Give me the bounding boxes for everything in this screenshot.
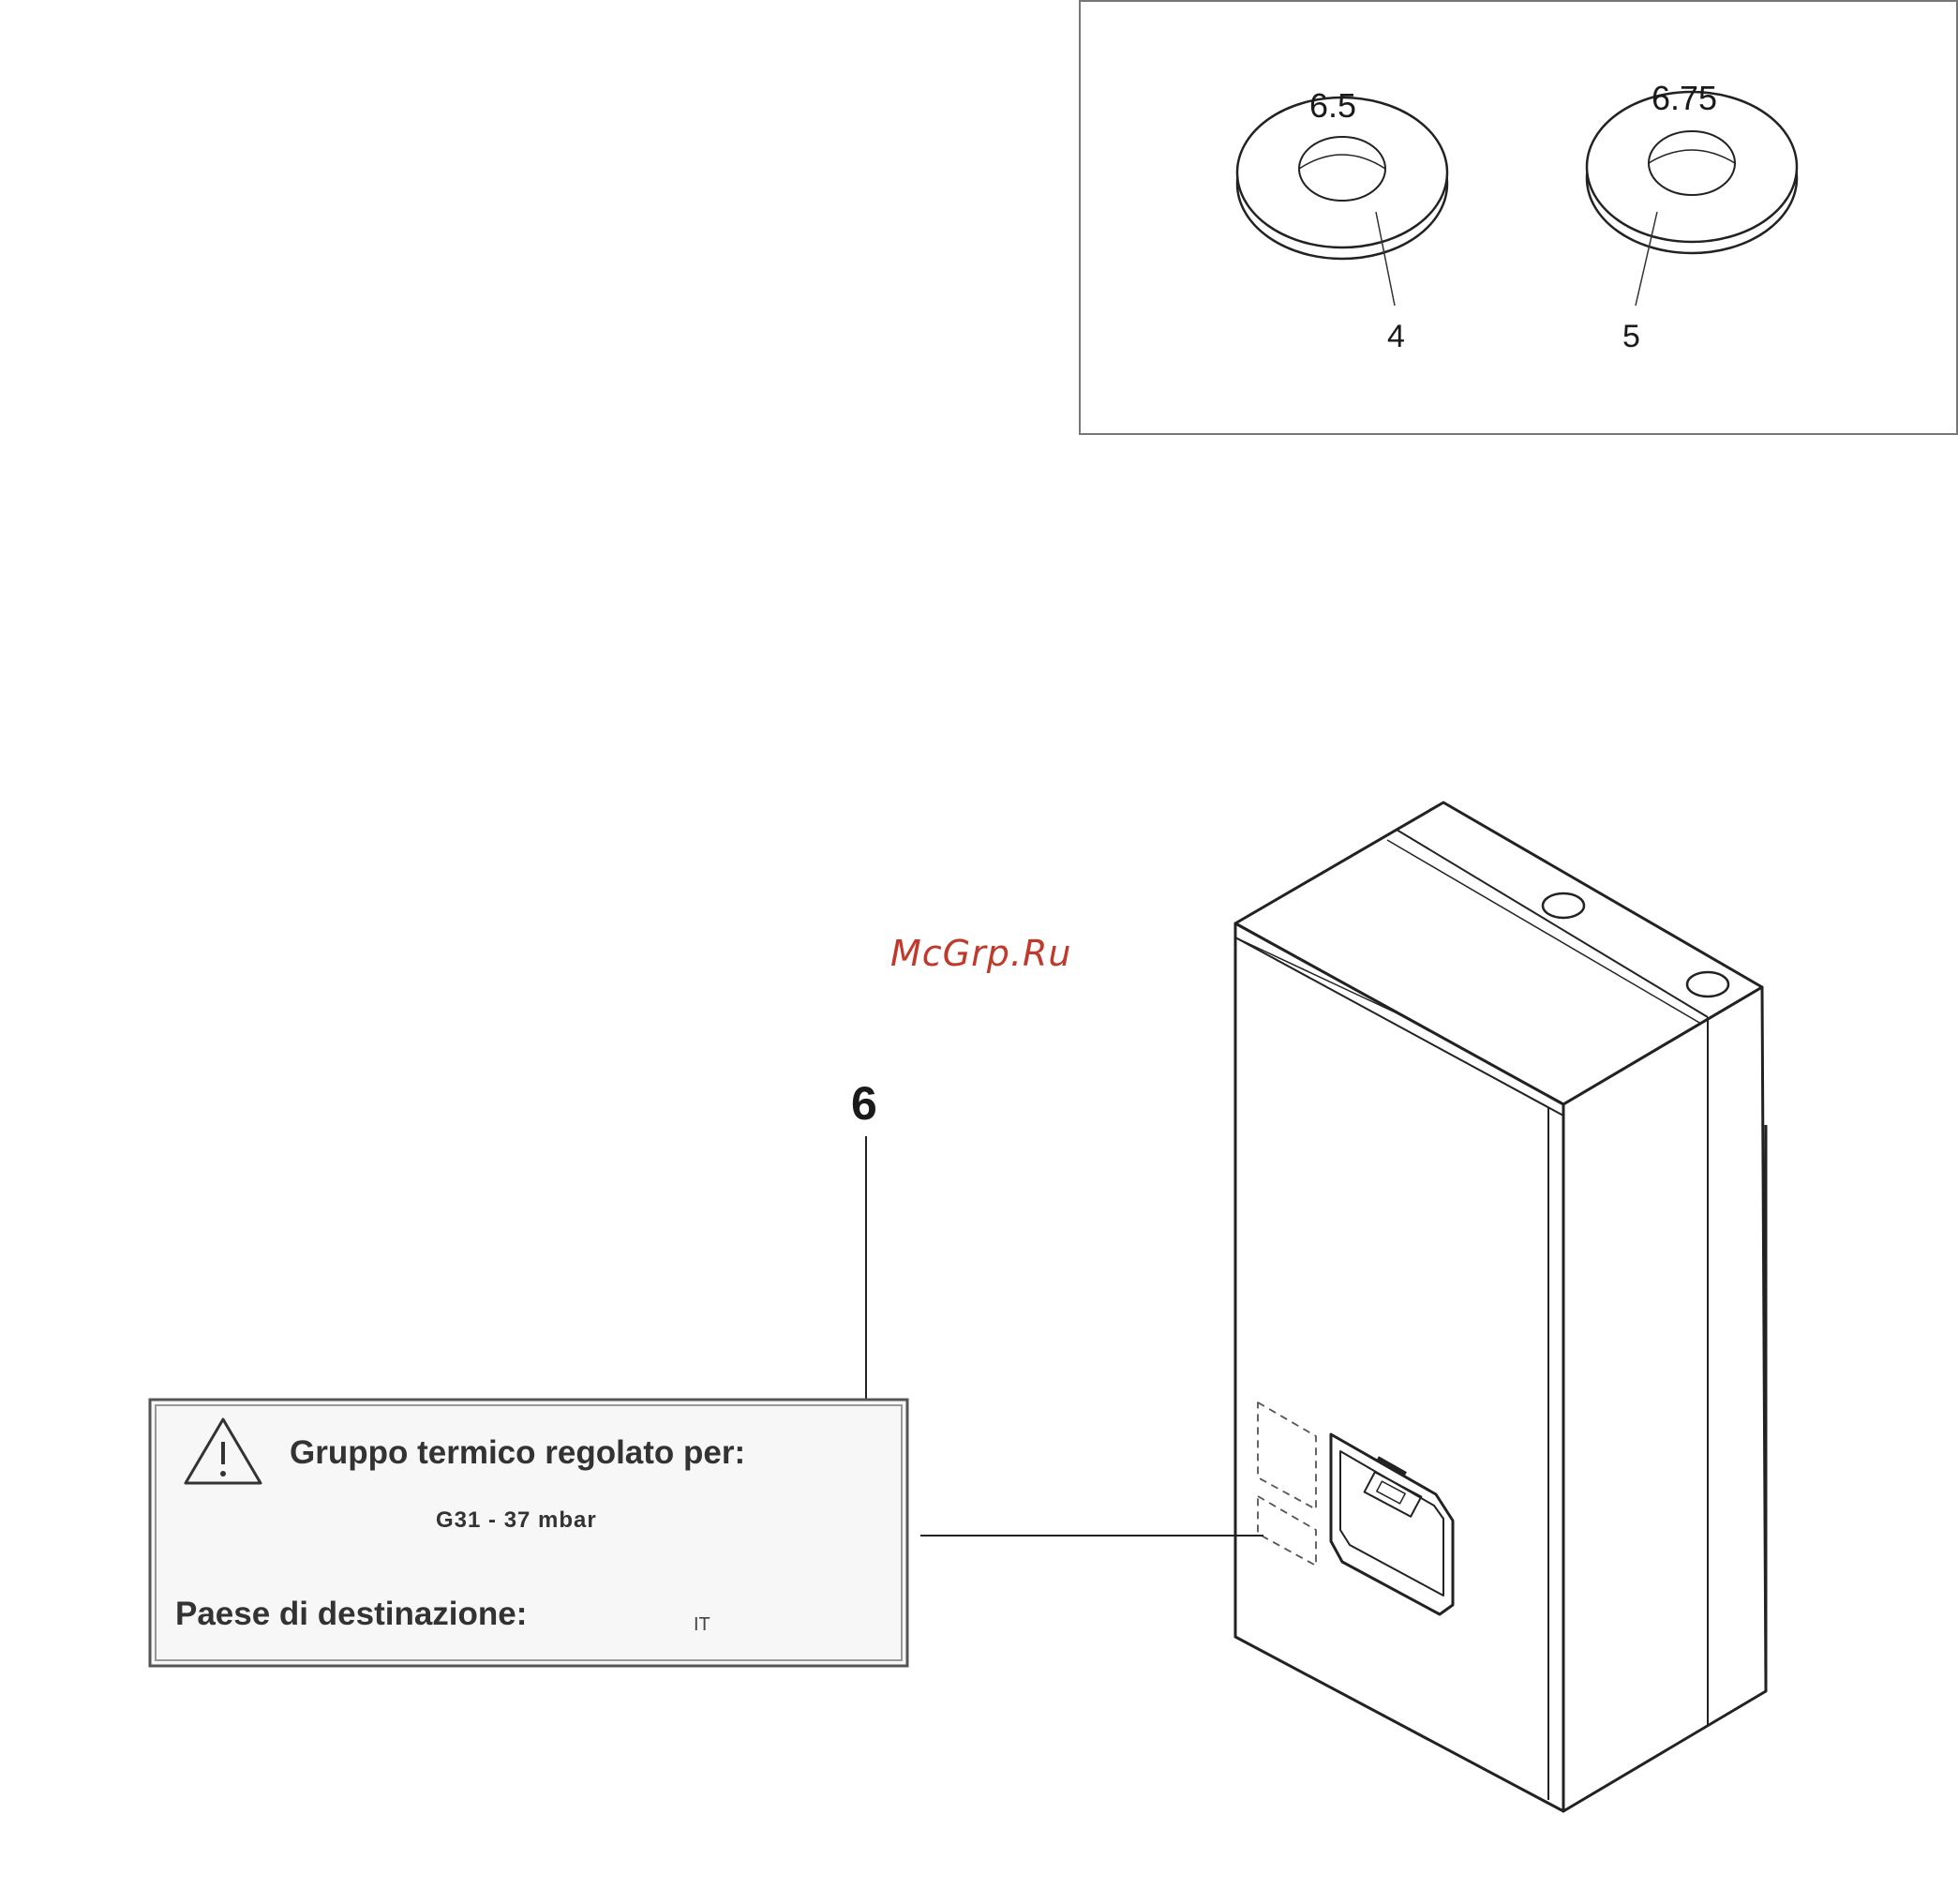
- label-destination-text: Paese di destinazione:: [175, 1596, 527, 1633]
- washer-inset-frame: [1080, 1, 1957, 434]
- callout-number-4: 4: [1387, 319, 1405, 355]
- washer-size-label-4: 6.5: [1309, 86, 1356, 126]
- boiler-unit: [1235, 802, 1766, 1811]
- label-country-text: IT: [694, 1614, 710, 1636]
- callout-number-5: 5: [1622, 319, 1640, 355]
- watermark-text: McGrp.Ru: [890, 933, 1071, 974]
- callout-number-6: 6: [851, 1076, 877, 1131]
- label-title-text: Gruppo termico regolato per:: [290, 1434, 745, 1472]
- label-gas-text: G31 - 37 mbar: [436, 1507, 597, 1534]
- washer-size-label-5: 6.75: [1652, 79, 1717, 118]
